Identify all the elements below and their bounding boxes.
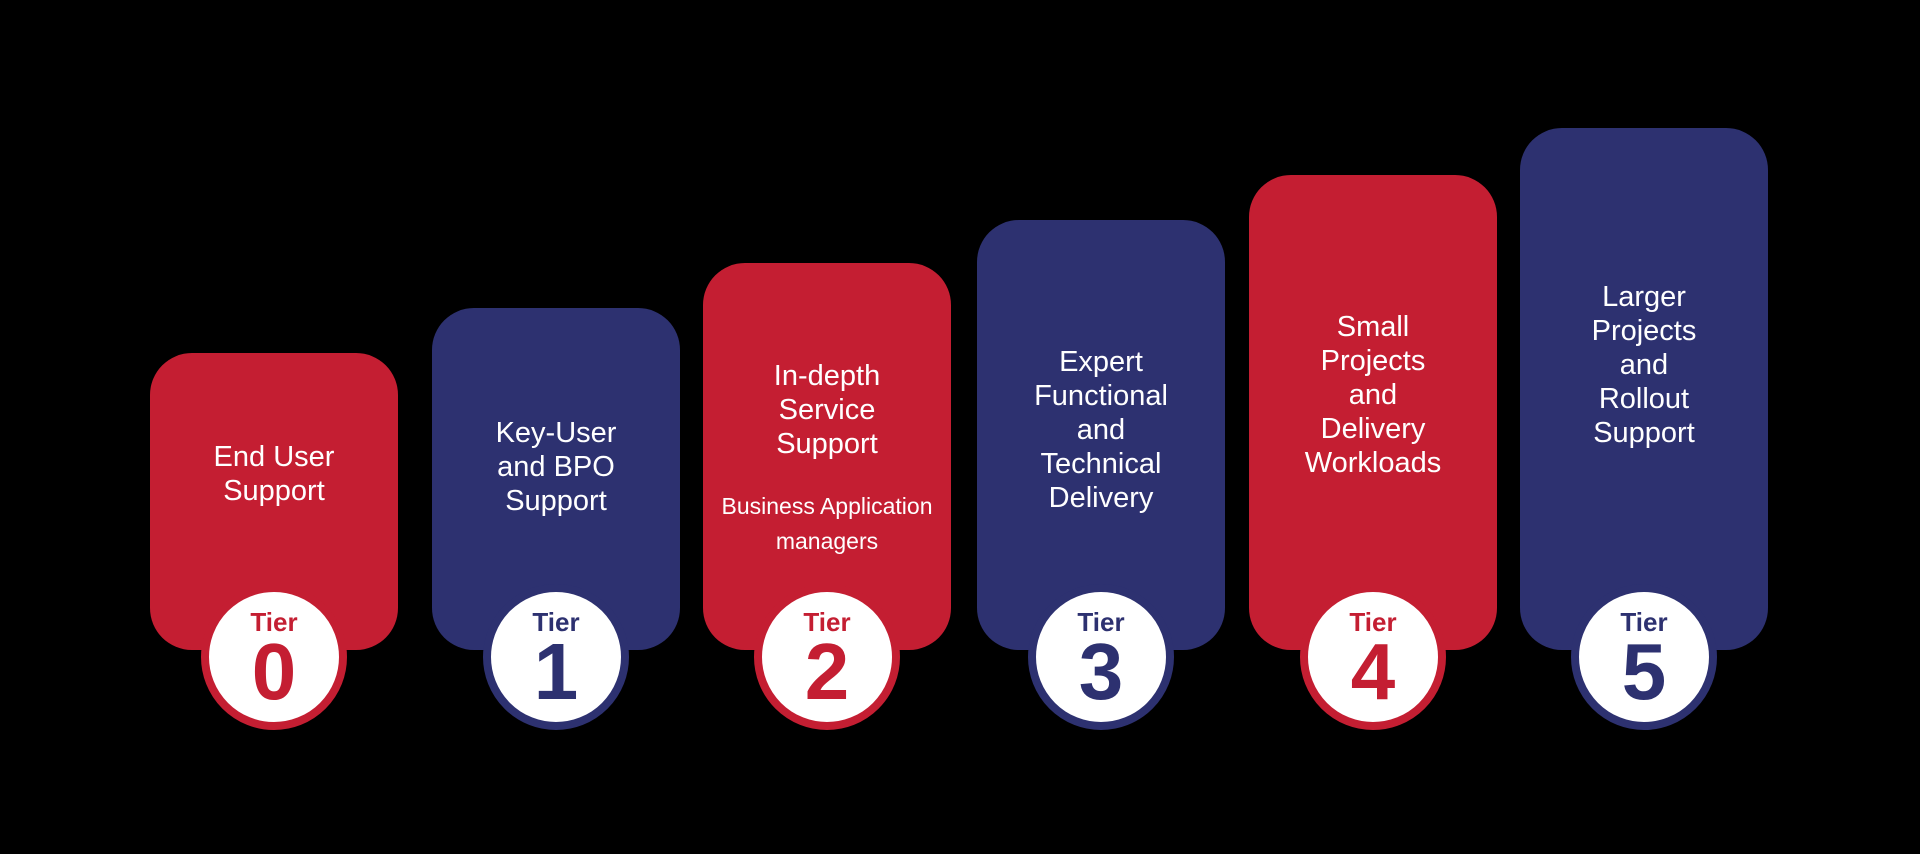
tier-1-title: Key-User and BPO Support — [495, 416, 617, 517]
tier-3-badge-label: Tier — [1077, 606, 1125, 637]
tier-5-card: Larger Projects and Rollout Support Tier… — [1520, 128, 1768, 730]
tier-2-badge: Tier 2 — [754, 584, 900, 730]
tier-4-title: Small Projects and Delivery Workloads — [1304, 311, 1442, 479]
tier-0-content: End User Support — [150, 353, 398, 650]
tier-5-content: Larger Projects and Rollout Support — [1520, 128, 1768, 650]
tier-3-title: Expert Functional and Technical Delivery — [1034, 345, 1168, 514]
tier-1-card: Key-User and BPO Support Tier 1 — [432, 308, 680, 730]
tier-3-badge-number: 3 — [1078, 626, 1124, 716]
tier-2-title: In-depth Service Support — [773, 360, 881, 460]
tier-3-badge: Tier 3 — [1028, 584, 1174, 730]
tier-1-badge: Tier 1 — [483, 584, 629, 730]
tier-2-content: In-depth Service Support Business Applic… — [703, 263, 951, 650]
tier-3-content: Expert Functional and Technical Delivery — [977, 220, 1225, 650]
tier-5-badge-number: 5 — [1621, 626, 1667, 716]
tier-1-content: Key-User and BPO Support — [432, 308, 680, 650]
tier-2-subtitle: Business Application managers — [721, 493, 933, 554]
tier-0-badge-label: Tier — [250, 606, 298, 637]
tier-4-badge-number: 4 — [1350, 626, 1396, 716]
tier-0-badge-number: 0 — [251, 626, 297, 716]
tier-2-badge-number: 2 — [804, 626, 850, 716]
tier-1-badge-number: 1 — [533, 626, 579, 716]
tier-4-badge-label: Tier — [1349, 606, 1397, 637]
tier-4-badge: Tier 4 — [1300, 584, 1446, 730]
tier-0-title: End User Support — [213, 441, 335, 507]
tier-0-card: End User Support Tier 0 — [150, 353, 398, 730]
tier-2-card: In-depth Service Support Business Applic… — [703, 263, 951, 730]
tier-3-card: Expert Functional and Technical Delivery… — [977, 220, 1225, 730]
tier-4-card: Small Projects and Delivery Workloads Ti… — [1249, 175, 1497, 730]
tier-1-badge-label: Tier — [532, 606, 580, 637]
tier-5-badge: Tier 5 — [1571, 584, 1717, 730]
tier-5-title: Larger Projects and Rollout Support — [1591, 280, 1697, 449]
tier-0-badge: Tier 0 — [201, 584, 347, 730]
tier-5-badge-label: Tier — [1620, 606, 1668, 637]
tier-2-badge-label: Tier — [803, 606, 851, 637]
tier-4-content: Small Projects and Delivery Workloads — [1249, 175, 1497, 650]
